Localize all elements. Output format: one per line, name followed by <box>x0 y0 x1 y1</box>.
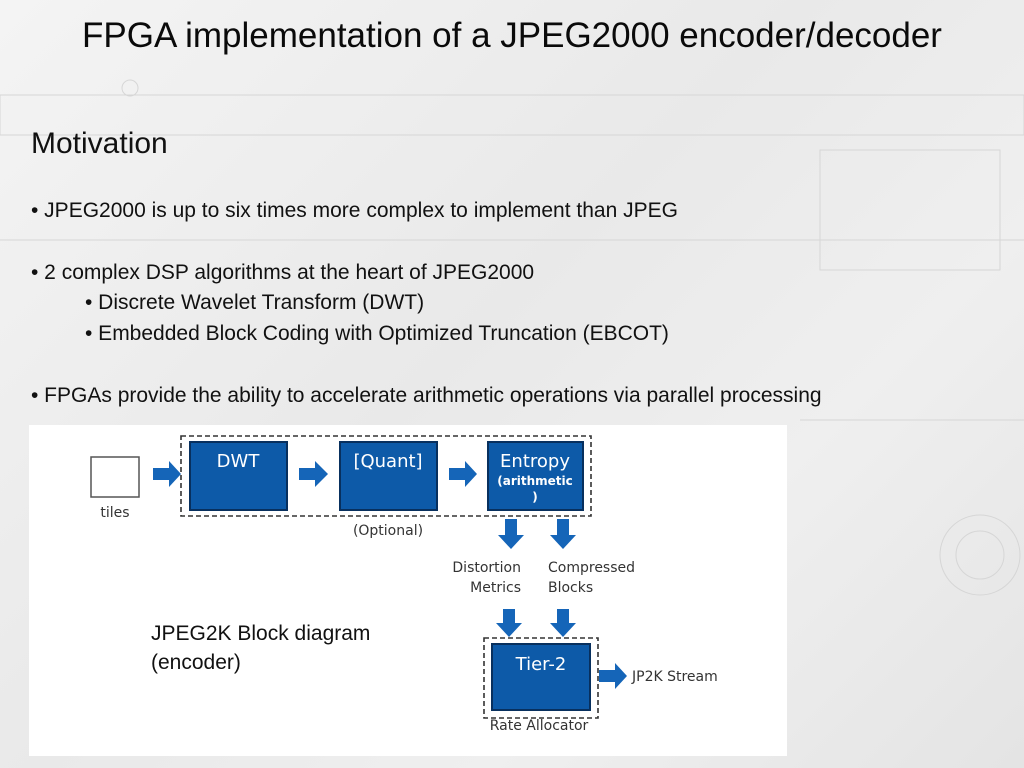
rate-allocator-label: Rate Allocator <box>490 718 589 734</box>
arrow-quant-to-entropy <box>449 461 477 487</box>
optional-label: (Optional) <box>353 523 423 539</box>
entropy-block <box>487 441 584 511</box>
entropy-sublabel-close: ) <box>532 490 537 504</box>
compressed-sublabel: Blocks <box>548 580 593 596</box>
encoder-core-group <box>180 435 592 517</box>
bullet-fpga-parallel: • FPGAs provide the ability to accelerat… <box>31 384 822 407</box>
tiles-box <box>90 456 140 498</box>
bullet-dsp-algorithms: • 2 complex DSP algorithms at the heart … <box>31 261 535 284</box>
entropy-label: Entropy <box>500 451 570 472</box>
diagram-caption: JPEG2K Block diagram (encoder) <box>151 619 370 677</box>
sub-bullet-ebcot: • Embedded Block Coding with Optimized T… <box>85 322 669 345</box>
quant-block <box>339 441 438 511</box>
tier2-label: Tier-2 <box>515 654 567 675</box>
caption-line-2: (encoder) <box>151 651 241 674</box>
tiles-label: tiles <box>100 505 129 521</box>
arrow-tiles-to-dwt <box>153 461 181 487</box>
caption-line-1: JPEG2K Block diagram <box>151 622 371 645</box>
tier2-block <box>491 643 591 711</box>
distortion-sublabel: Metrics <box>470 580 521 596</box>
jpeg2k-block-diagram: tiles DWT [Quant] Entropy (arithmetic ) … <box>90 435 718 734</box>
dwt-block <box>189 441 288 511</box>
bullet-complexity: • JPEG2000 is up to six times more compl… <box>31 199 678 222</box>
compressed-label: Compressed <box>548 560 635 576</box>
arrow-distortion-to-tier2 <box>496 609 522 637</box>
arrow-tier2-to-stream <box>599 663 627 689</box>
quant-label: [Quant] <box>353 451 422 472</box>
distortion-label: Distortion <box>452 560 521 576</box>
block-diagram-panel: tiles DWT [Quant] Entropy (arithmetic ) … <box>29 425 787 756</box>
arrow-compressed-to-tier2 <box>550 609 576 637</box>
sub-bullet-dwt: • Discrete Wavelet Transform (DWT) <box>85 291 425 314</box>
slide-title: FPGA implementation of a JPEG2000 encode… <box>82 16 942 55</box>
entropy-sublabel: (arithmetic <box>497 474 573 488</box>
dwt-label: DWT <box>217 451 261 472</box>
arrow-dwt-to-quant <box>299 461 328 487</box>
arrow-entropy-to-compressed <box>550 519 576 549</box>
section-heading: Motivation <box>31 127 168 160</box>
stream-label: JP2K Stream <box>631 669 718 685</box>
arrow-entropy-to-distortion <box>498 519 524 549</box>
rate-allocator-group <box>483 637 599 719</box>
